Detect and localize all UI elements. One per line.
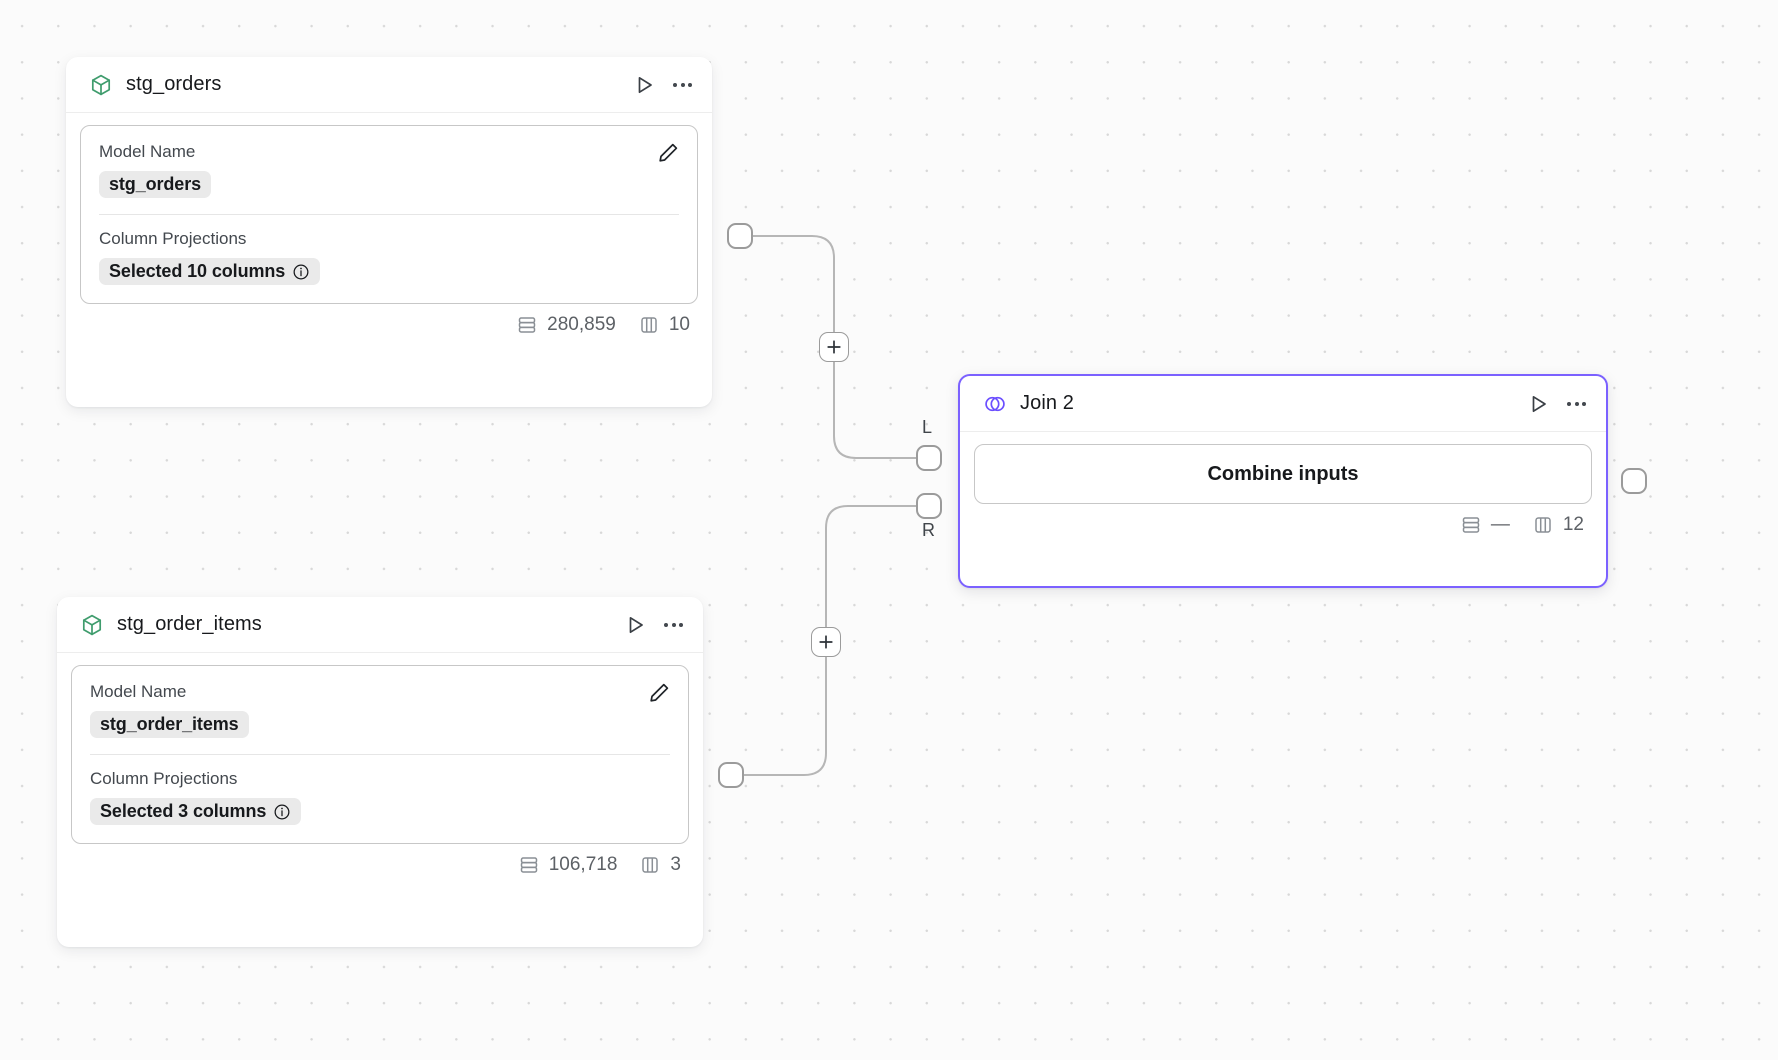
column-projections-label: Column Projections bbox=[90, 769, 238, 788]
rows-icon bbox=[518, 854, 540, 876]
node-stats: 280,859 10 bbox=[66, 304, 712, 350]
model-name-label: Model Name bbox=[99, 142, 196, 161]
model-name-label: Model Name bbox=[90, 682, 187, 701]
row-count-stat: 106,718 bbox=[518, 854, 618, 876]
add-node-on-edge-bottom[interactable] bbox=[811, 627, 841, 657]
output-handle-join-2[interactable] bbox=[1621, 468, 1647, 494]
node-header-actions bbox=[631, 72, 692, 98]
node-body: Combine inputs bbox=[960, 432, 1606, 504]
ellipsis-icon[interactable] bbox=[664, 612, 683, 638]
venn-join-icon bbox=[982, 391, 1008, 417]
node-header: stg_orders bbox=[66, 57, 712, 113]
input-handle-join-right[interactable] bbox=[916, 493, 942, 519]
input-handle-join-left[interactable] bbox=[916, 445, 942, 471]
info-icon[interactable] bbox=[273, 803, 291, 821]
add-node-on-edge-top[interactable] bbox=[819, 332, 849, 362]
node-stats: — 12 bbox=[960, 504, 1606, 550]
row-count-stat: 280,859 bbox=[516, 314, 616, 336]
column-count-value: 3 bbox=[670, 854, 681, 875]
column-projections-value[interactable]: Selected 10 columns bbox=[99, 258, 321, 285]
play-icon[interactable] bbox=[631, 72, 657, 98]
node-header: stg_order_items bbox=[57, 597, 703, 653]
info-icon[interactable] bbox=[292, 263, 310, 281]
column-projections-label: Column Projections bbox=[99, 229, 247, 248]
input-handle-right-label: R bbox=[922, 520, 935, 540]
row-count-stat: — bbox=[1460, 514, 1510, 536]
pencil-icon[interactable] bbox=[655, 140, 681, 166]
combine-inputs-button[interactable]: Combine inputs bbox=[974, 444, 1592, 504]
column-count-stat: 10 bbox=[638, 314, 690, 336]
columns-icon bbox=[1532, 514, 1554, 536]
input-handle-left-label: L bbox=[922, 417, 933, 437]
model-config-box: Model Name stg_order_items Column Projec… bbox=[71, 665, 689, 844]
row-count-value: — bbox=[1490, 514, 1510, 535]
cube-icon bbox=[79, 612, 105, 638]
plus-icon bbox=[827, 340, 841, 354]
play-icon[interactable] bbox=[622, 612, 648, 638]
rows-icon bbox=[1460, 514, 1482, 536]
config-divider bbox=[90, 754, 670, 755]
plus-icon bbox=[819, 635, 833, 649]
node-title: Join 2 bbox=[1020, 392, 1074, 414]
row-count-value: 106,718 bbox=[548, 854, 618, 875]
model-name-value[interactable]: stg_order_items bbox=[90, 711, 249, 738]
row-count-value: 280,859 bbox=[547, 314, 616, 335]
node-title: stg_orders bbox=[126, 73, 222, 95]
pencil-icon[interactable] bbox=[646, 680, 672, 706]
cube-icon bbox=[88, 72, 114, 98]
output-handle-stg-orders[interactable] bbox=[727, 223, 753, 249]
node-header: Join 2 bbox=[960, 376, 1606, 432]
column-count-stat: 12 bbox=[1532, 514, 1584, 536]
ellipsis-icon[interactable] bbox=[1567, 391, 1586, 417]
ellipsis-icon[interactable] bbox=[673, 72, 692, 98]
node-header-actions bbox=[622, 612, 683, 638]
node-body: Model Name stg_orders Column Projections… bbox=[66, 113, 712, 304]
node-stg-order-items[interactable]: stg_order_items Model Nam bbox=[57, 597, 703, 947]
columns-icon bbox=[639, 854, 661, 876]
node-title: stg_order_items bbox=[117, 613, 262, 635]
column-projections-text: Selected 3 columns bbox=[100, 801, 267, 821]
rows-icon bbox=[516, 314, 538, 336]
model-config-box: Model Name stg_orders Column Projections… bbox=[80, 125, 698, 304]
node-stats: 106,718 3 bbox=[57, 844, 703, 890]
column-projections-text: Selected 10 columns bbox=[109, 261, 286, 281]
output-handle-stg-order-items[interactable] bbox=[718, 762, 744, 788]
play-icon[interactable] bbox=[1525, 391, 1551, 417]
node-join-2[interactable]: Join 2 Combine inputs bbox=[958, 374, 1608, 588]
config-divider bbox=[99, 214, 679, 215]
model-name-value[interactable]: stg_orders bbox=[99, 171, 212, 198]
column-count-value: 10 bbox=[668, 314, 690, 335]
column-projections-value[interactable]: Selected 3 columns bbox=[90, 798, 302, 825]
node-body: Model Name stg_order_items Column Projec… bbox=[57, 653, 703, 844]
column-count-stat: 3 bbox=[639, 854, 681, 876]
columns-icon bbox=[638, 314, 660, 336]
node-header-actions bbox=[1525, 391, 1586, 417]
node-stg-orders[interactable]: stg_orders Model Name bbox=[66, 57, 712, 407]
column-count-value: 12 bbox=[1562, 514, 1584, 535]
